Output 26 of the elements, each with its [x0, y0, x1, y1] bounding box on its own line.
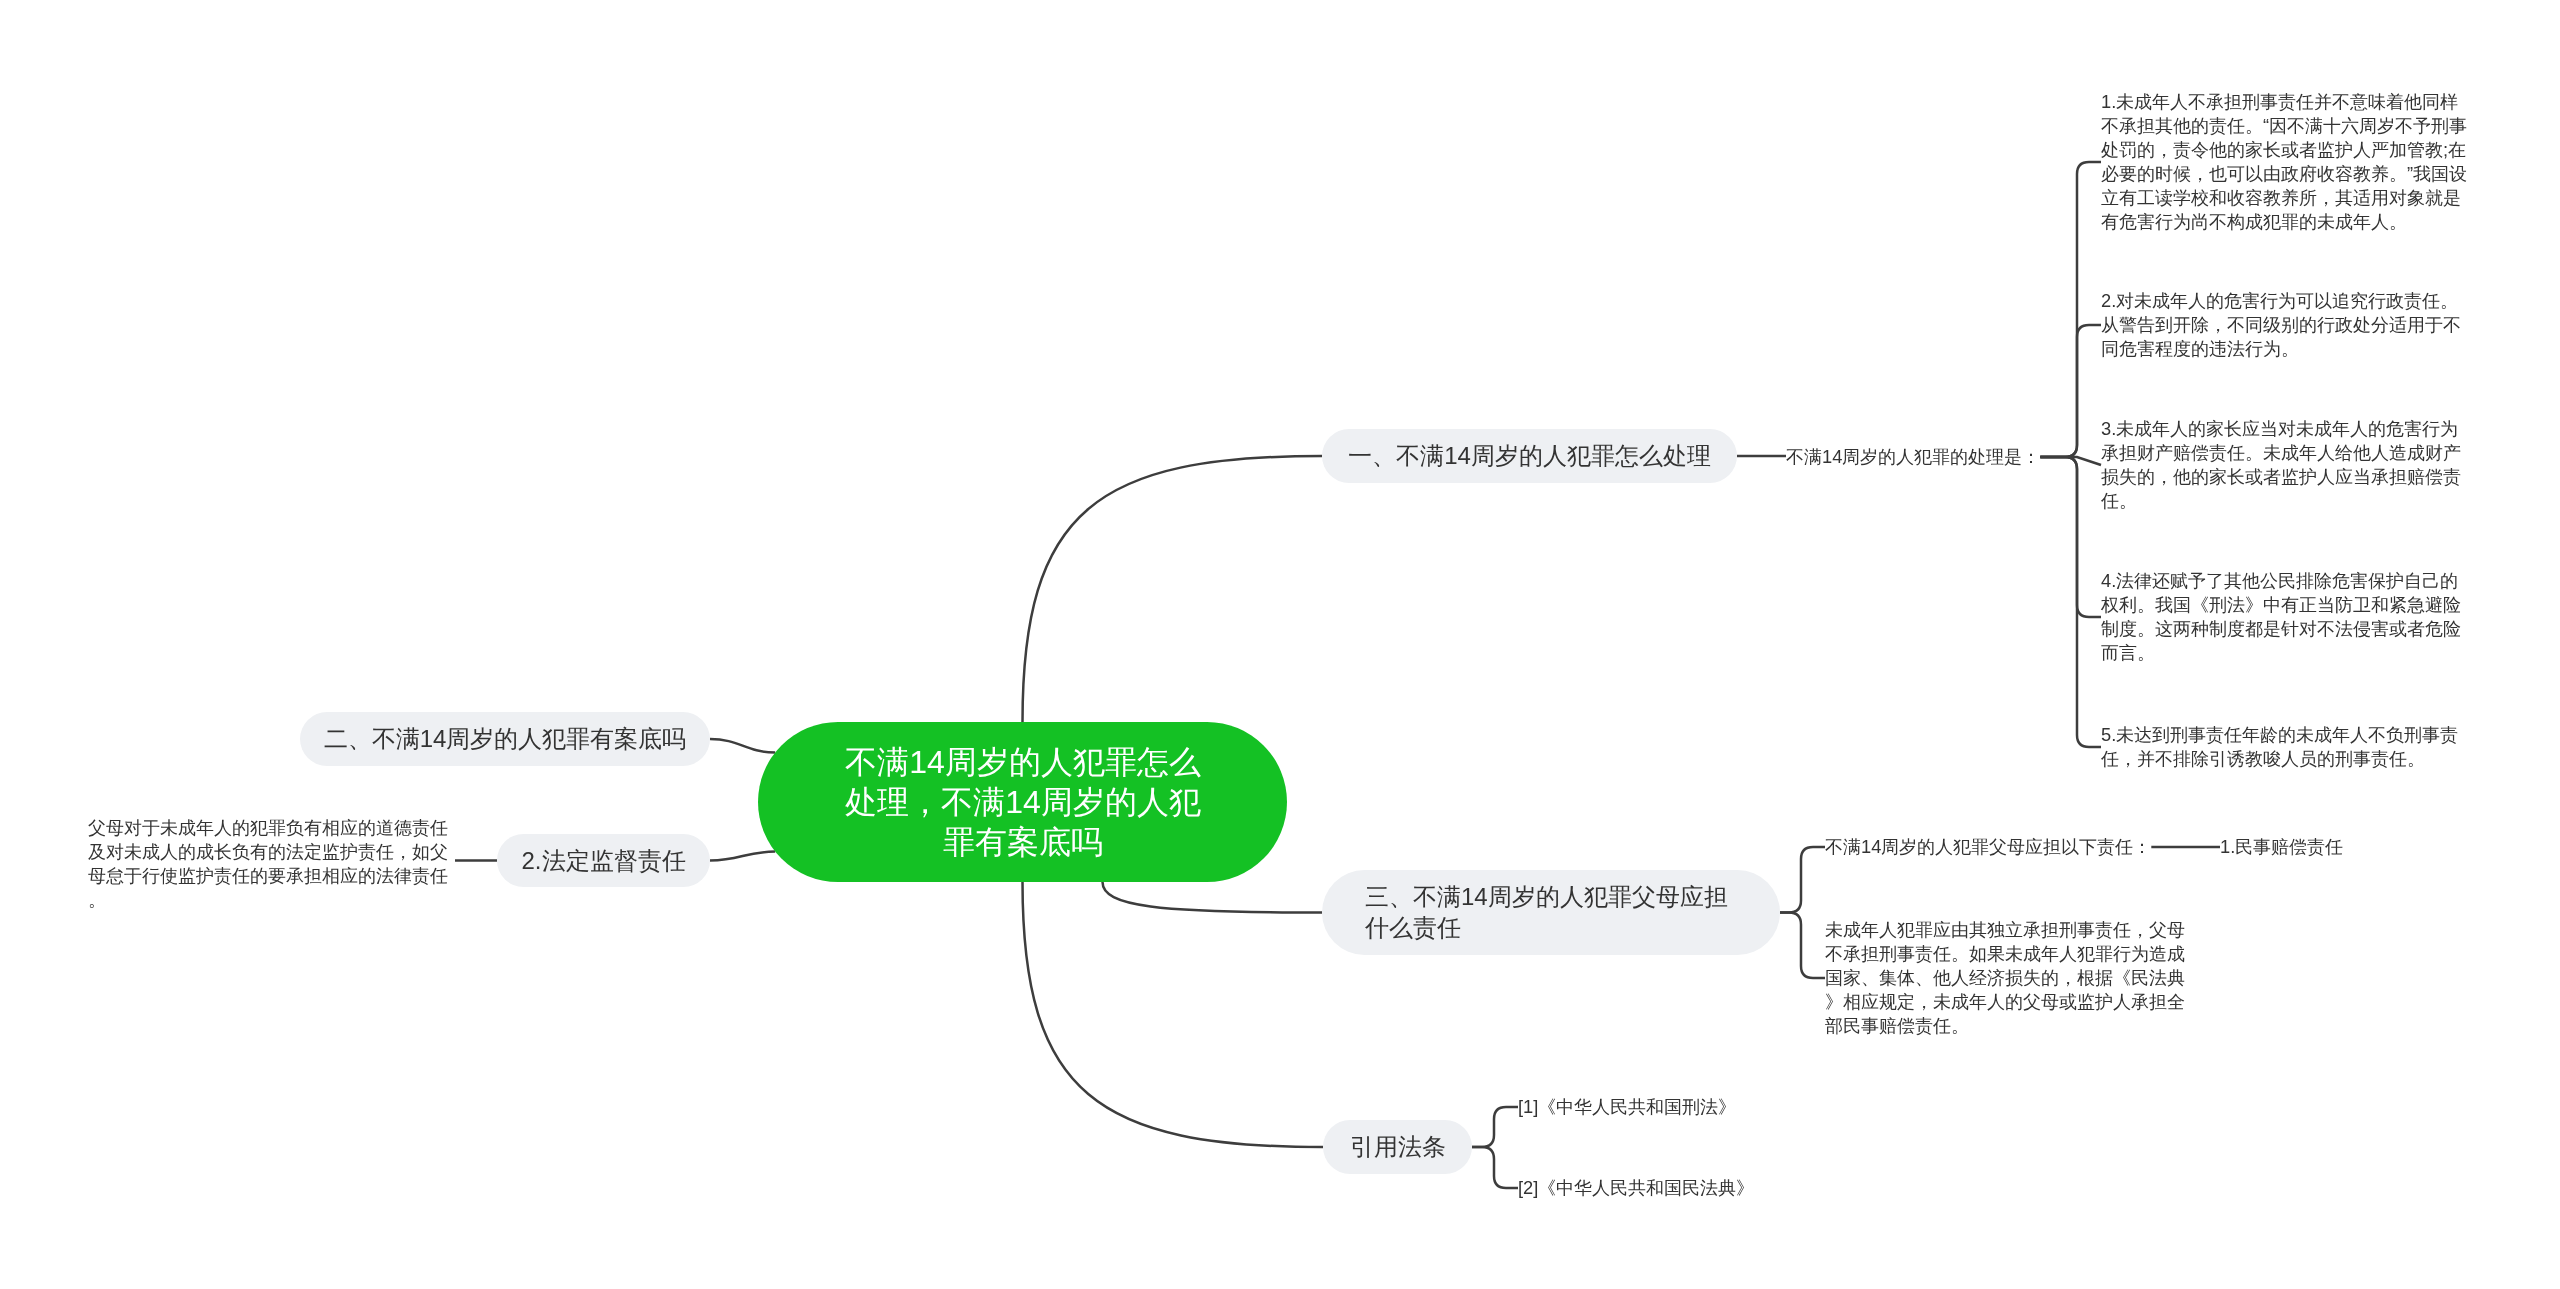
- note-text: 1.民事赔偿责任: [2220, 835, 2344, 859]
- topic-pill: 三、不满14周岁的人犯罪父母应担什么责任: [1322, 870, 1780, 955]
- curved-connector: [709, 737, 776, 754]
- note-text: 未成年人犯罪应由其独立承担刑事责任，父母不承担刑事责任。如果未成年人犯罪行为造成国家、集体、他人经济损失的，根据《民法典》相应规定，未成年人的父母或监护人承担全部民事赔偿责任。: [1825, 918, 2192, 1038]
- reference-text: [1]《中华人民共和国刑法》: [1518, 1095, 1737, 1119]
- note-text: 4.法律还赋予了其他公民排除危害保护自己的权利。我国《刑法》中有正当防卫和紧急避险制度。这两种制度都是针对不法侵害或者危险而言。: [2101, 569, 2468, 665]
- note-text: 父母对于未成年人的犯罪负有相应的道德责任及对未成人的成长负有的法定监护责任，如父母怠于行使监护责任的要承担相应的法律责任。: [88, 816, 455, 912]
- note-text: 5.未达到刑事责任年龄的未成年人不负刑事责任，并不排除引诱教唆人员的刑事责任。: [2101, 723, 2468, 771]
- curved-connector: [1021, 881, 1324, 1149]
- topic-pill: 一、不满14周岁的人犯罪怎么处理: [1322, 429, 1737, 483]
- reference-text: [2]《中华人民共和国民法典》: [1518, 1176, 1755, 1200]
- bracket-connector: [1472, 1145, 1518, 1190]
- note-text: 2.对未成年人的危害行为可以追究行政责任。从警告到开除，不同级别的行政处分适用于不同危害程度的违法行为。: [2101, 289, 2468, 361]
- central-topic-pill: 不满14周岁的人犯罪怎么处理，不满14周岁的人犯罪有案底吗: [758, 722, 1287, 882]
- topic-pill: 引用法条: [1323, 1120, 1472, 1174]
- note-text: 不满14周岁的人犯罪父母应担以下责任：: [1825, 835, 2152, 859]
- curved-connector: [1021, 454, 1323, 723]
- note-text: 不满14周岁的人犯罪的处理是：: [1786, 445, 2041, 469]
- connector-line: [2151, 845, 2220, 849]
- connector-line: [1737, 454, 1786, 458]
- connector-line: [455, 859, 497, 862]
- note-text: 1.未成年人不承担刑事责任并不意味着他同样不承担其他的责任。“因不满十六周岁不予刑事处罚的，责令他的家长或者监护人严加管教;在必要的时候，也可以由政府收容教养。”我国设立有工读学校和收容教养所，其适用对象就是有危害行为尚不构成犯罪的未成年人。: [2101, 90, 2468, 234]
- subtopic-pill: 2.法定监督责任: [497, 834, 710, 887]
- note-text: 3.未成年人的家长应当对未成年人的危害行为承担财产赔偿责任。未成年人给他人造成财产损失的，他的家长或者监护人应当承担赔偿责任。: [2101, 417, 2468, 513]
- topic-pill: 二、不满14周岁的人犯罪有案底吗: [300, 712, 710, 766]
- curved-connector: [709, 850, 776, 862]
